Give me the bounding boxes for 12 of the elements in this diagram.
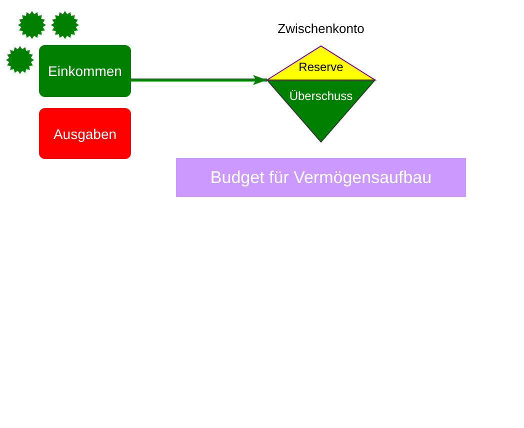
triangle-section (267, 46, 375, 80)
diamond-heading: Zwischenkonto (278, 21, 364, 36)
triangle-section (267, 80, 375, 142)
arrow (131, 75, 267, 85)
banner-bar (176, 158, 466, 197)
rounded-box (39, 108, 131, 159)
bar-label: Budget für Vermögensaufbau (210, 168, 432, 188)
box-label: Ausgaben (53, 126, 117, 142)
box-label: Einkommen (48, 63, 122, 79)
section-label: Überschuss (289, 89, 353, 103)
section-label: Reserve (298, 60, 344, 74)
rounded-box (39, 45, 131, 97)
